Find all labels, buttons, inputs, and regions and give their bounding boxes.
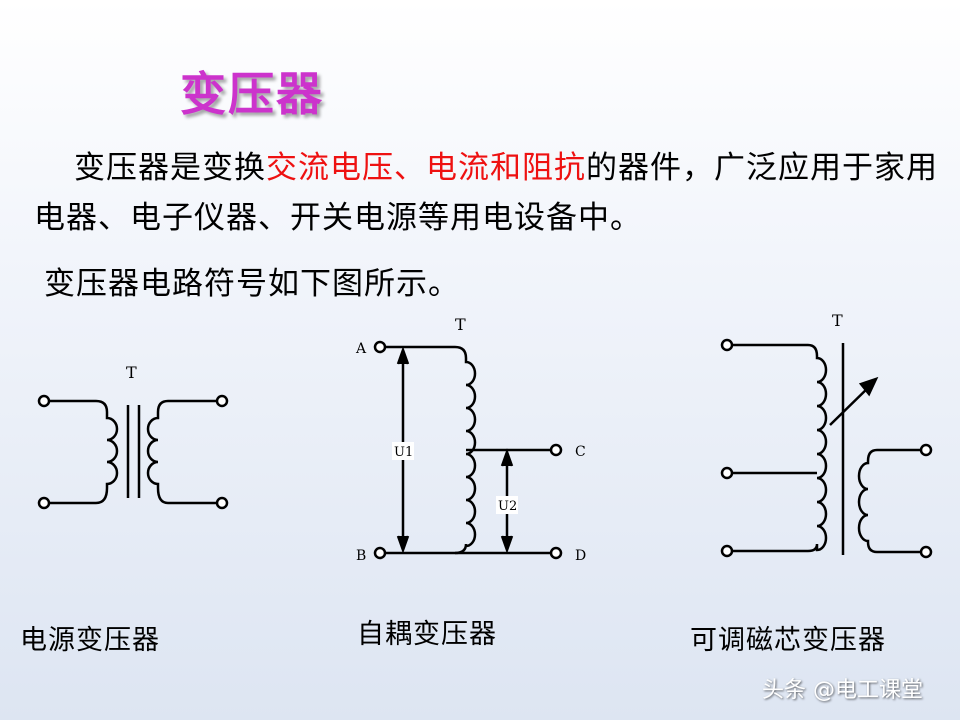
adjustable-core-transformer-label: 可调磁芯变压器 xyxy=(690,625,886,656)
u1-label: U1 xyxy=(394,445,413,460)
terminal-a-label: A xyxy=(355,341,367,357)
auto-transformer-label: 自耦变压器 xyxy=(357,619,497,650)
power-transformer-symbol: T xyxy=(37,363,229,510)
auto-transformer-symbol: T A B C D U1 U2 xyxy=(355,315,586,564)
power-transformer-label: 电源变压器 xyxy=(20,625,160,656)
terminal-d-label: D xyxy=(575,548,586,564)
power-transformer-designator: T xyxy=(126,363,137,382)
adjustable-core-transformer-symbol: T xyxy=(720,311,933,559)
terminal-b-label: B xyxy=(356,548,366,564)
page-title: 变压器 xyxy=(180,67,324,121)
auto-transformer-designator: T xyxy=(455,315,466,334)
intro-text-2: 的器件，广泛应用于家用电器、电子仪器、开关电源等用电设备中。 xyxy=(34,150,938,236)
u2-label: U2 xyxy=(498,499,517,514)
terminal-c-label: C xyxy=(575,444,586,460)
intro-paragraph: 变压器是变换交流电压、电流和阻抗的器件，广泛应用于家用电器、电子仪器、开关电源等… xyxy=(34,143,939,243)
symbols-caption: 变压器电路符号如下图所示。 xyxy=(44,266,460,302)
intro-text-1: 变压器是变换 xyxy=(74,150,266,186)
adjustable-transformer-designator: T xyxy=(832,311,843,330)
intro-highlight: 交流电压、电流和阻抗 xyxy=(266,150,586,186)
watermark: 头条 @电工课堂 xyxy=(762,678,923,703)
